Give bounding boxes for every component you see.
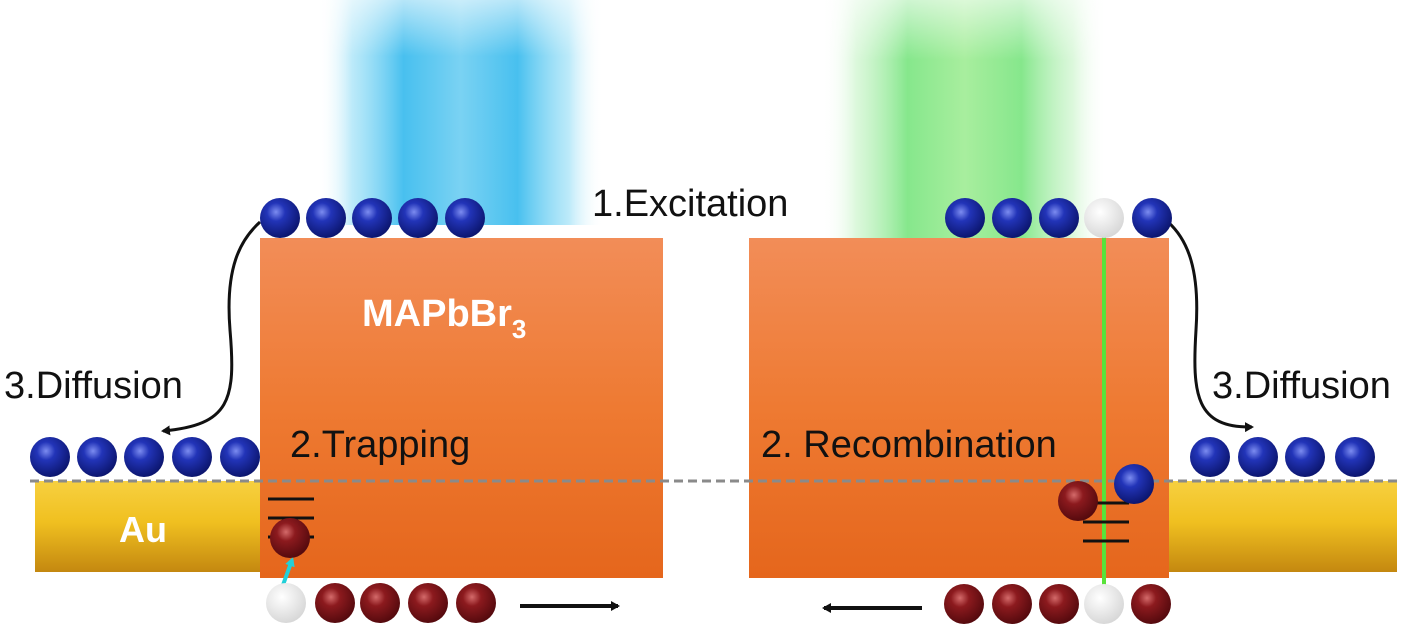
gold-substrate-left: [35, 481, 263, 572]
electron-icon: [124, 437, 164, 477]
electron-icon: [945, 198, 985, 238]
electron-icon: [220, 437, 260, 477]
diffusion-label-left: 3.Diffusion: [4, 365, 183, 407]
diffusion-label-right: 3.Diffusion: [1212, 365, 1391, 407]
vacancies-group: [266, 198, 1124, 624]
trapping-arrow: [281, 557, 295, 586]
vacancy-icon: [1084, 198, 1124, 238]
electrons-group: [30, 198, 1375, 504]
gold-substrate-right: [1167, 481, 1397, 572]
hole-icon: [992, 584, 1032, 624]
hole-icon: [1058, 481, 1098, 521]
electron-icon: [1285, 437, 1325, 477]
hole-icon: [1039, 584, 1079, 624]
hole-icon: [1131, 584, 1171, 624]
electron-icon: [77, 437, 117, 477]
hole-icon: [944, 584, 984, 624]
hole-icon: [408, 583, 448, 623]
vacancy-icon: [266, 583, 306, 623]
material-label: MAPbBr3: [362, 293, 526, 344]
diffusion-arrow-left: [161, 220, 262, 436]
diffusion-arrow-right: [1166, 220, 1254, 433]
excitation-label: 1.Excitation: [592, 183, 788, 225]
material-subscript: 3: [512, 314, 526, 344]
electron-icon: [1114, 464, 1154, 504]
electron-icon: [1190, 437, 1230, 477]
electron-icon: [1039, 198, 1079, 238]
perovskite-crystal-left: [260, 238, 663, 578]
electron-icon: [172, 437, 212, 477]
electron-icon: [398, 198, 438, 238]
electron-icon: [1132, 198, 1172, 238]
electron-icon: [1238, 437, 1278, 477]
electron-icon: [260, 198, 300, 238]
hole-icon: [270, 518, 310, 558]
trapping-label: 2.Trapping: [290, 424, 470, 466]
recombination-label: 2. Recombination: [761, 424, 1057, 466]
electron-icon: [30, 437, 70, 477]
metal-label: Au: [119, 509, 167, 550]
vacancy-icon: [1084, 584, 1124, 624]
electron-icon: [352, 198, 392, 238]
electron-icon: [445, 198, 485, 238]
material-main: MAPbBr: [362, 293, 512, 335]
electron-icon: [1335, 437, 1375, 477]
holes-group: [270, 481, 1171, 624]
hole-icon: [456, 583, 496, 623]
electron-icon: [992, 198, 1032, 238]
electron-icon: [306, 198, 346, 238]
hole-icon: [315, 583, 355, 623]
hole-icon: [360, 583, 400, 623]
excitation-light-beam: [318, 0, 603, 225]
